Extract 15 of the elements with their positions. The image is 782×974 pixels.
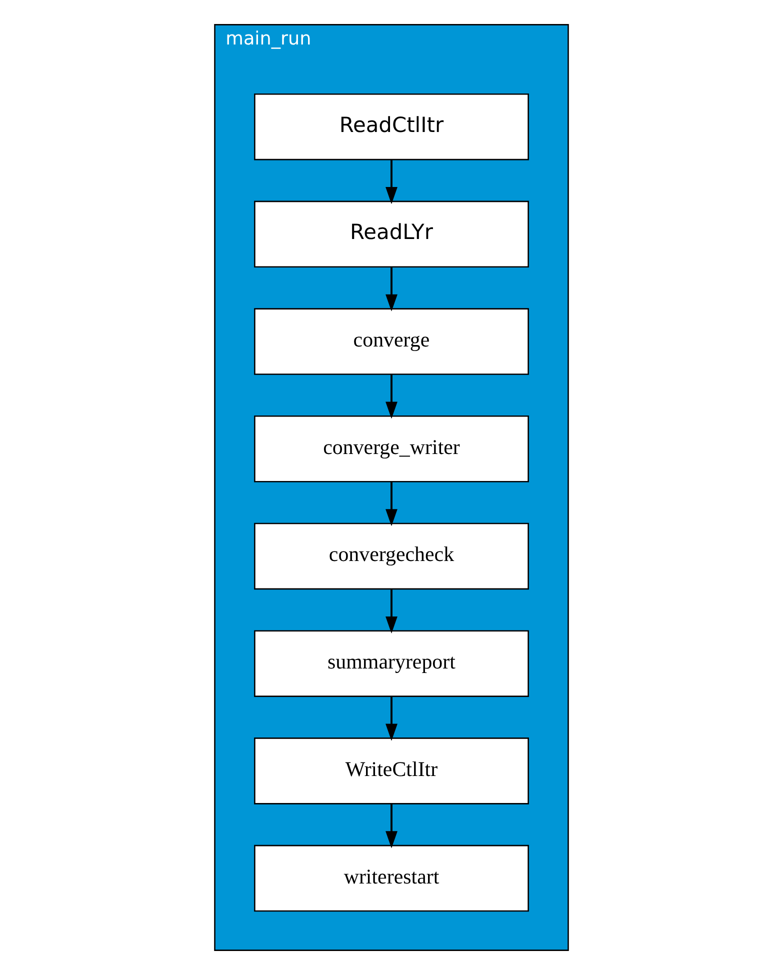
- node-box: converge_writer: [254, 415, 528, 482]
- arrow: [385, 588, 397, 633]
- arrow: [385, 696, 397, 740]
- node-box: ReadCtlItr: [254, 92, 528, 160]
- arrow: [385, 374, 397, 418]
- arrow: [385, 159, 397, 204]
- node-box: summaryreport: [254, 630, 528, 696]
- arrow: [385, 266, 397, 311]
- node-box: convergecheck: [254, 522, 528, 590]
- node-box: writerestart: [254, 844, 528, 912]
- node-box: ReadLYr: [254, 200, 528, 268]
- node-box: converge: [254, 308, 528, 374]
- arrow: [385, 481, 397, 526]
- arrow: [385, 803, 397, 848]
- node-box: WriteCtlItr: [254, 737, 528, 804]
